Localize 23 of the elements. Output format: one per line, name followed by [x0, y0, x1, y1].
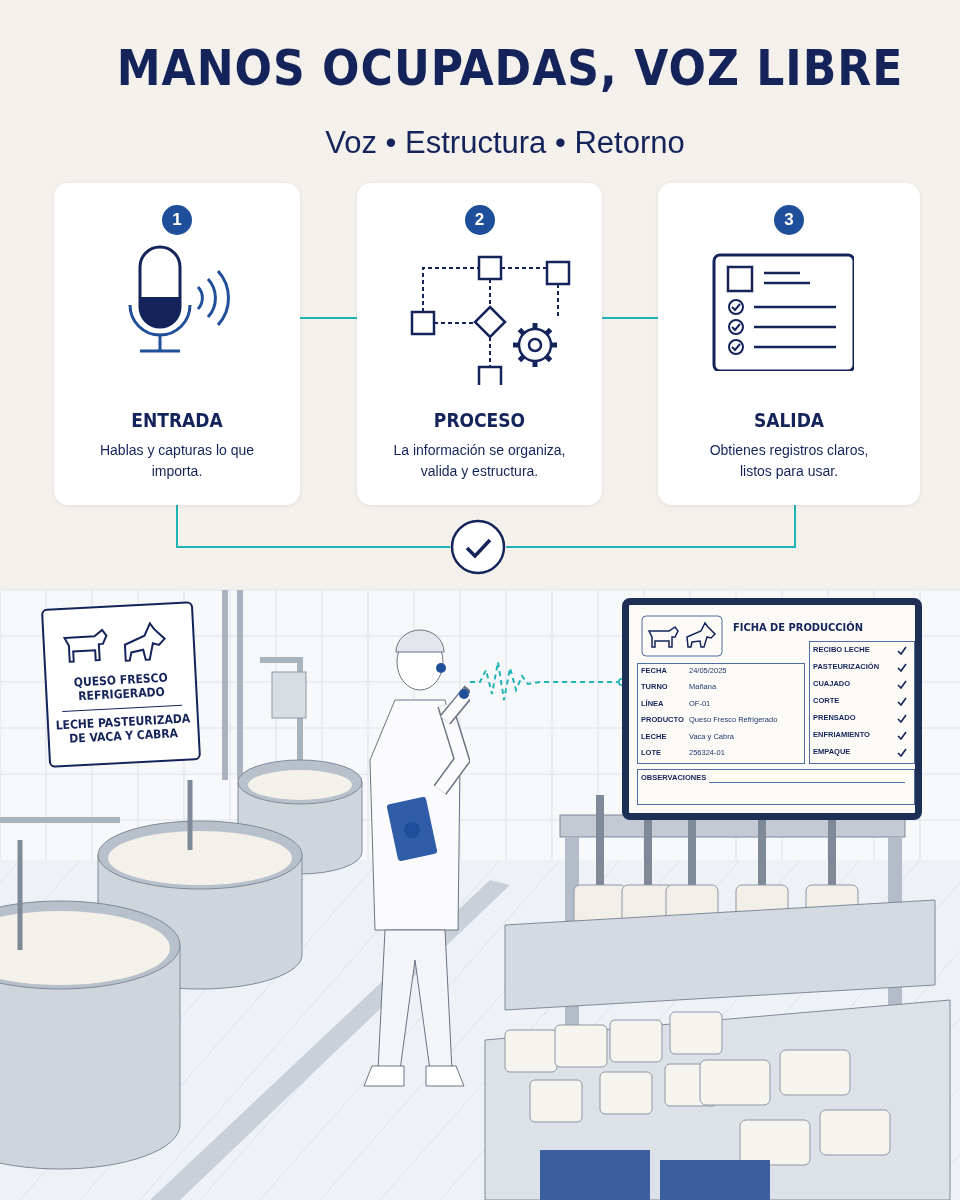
- step-card: [658, 183, 920, 505]
- step-number: 3: [774, 205, 804, 235]
- step-number: 2: [464, 205, 495, 235]
- title: MANOS OCUPADAS, VOZ LIBRE: [115, 40, 905, 97]
- step-heading: PROCESO: [432, 409, 527, 431]
- connector-line: [176, 504, 451, 548]
- step-description: La información se organiza, valida y estructura.: [392, 441, 567, 481]
- sign-text: LECHE PASTEURIZADA DE VACA Y CABRA: [54, 711, 192, 747]
- step-number: 1: [162, 205, 192, 235]
- connector-line: [299, 317, 358, 319]
- connector-line: [601, 317, 659, 319]
- step-description: Obtienes registros claros, listos para usar.: [708, 441, 870, 481]
- step-heading: ENTRADA: [130, 409, 224, 431]
- step-description: Hablas y capturas lo que importa.: [98, 441, 256, 481]
- step-card: [357, 183, 602, 505]
- connector-line: [505, 504, 796, 548]
- subtitle: Voz • Estructura • Retorno: [324, 125, 686, 161]
- step-heading: SALIDA: [752, 409, 826, 431]
- checkmark-circle: [450, 519, 506, 575]
- production-record-screen: [622, 598, 922, 820]
- step-card: [54, 183, 300, 505]
- sign-text: QUESO FRESCO REFRIGERADO: [72, 669, 170, 705]
- screen-title: FICHA DE PRODUCCIÓN: [733, 621, 863, 634]
